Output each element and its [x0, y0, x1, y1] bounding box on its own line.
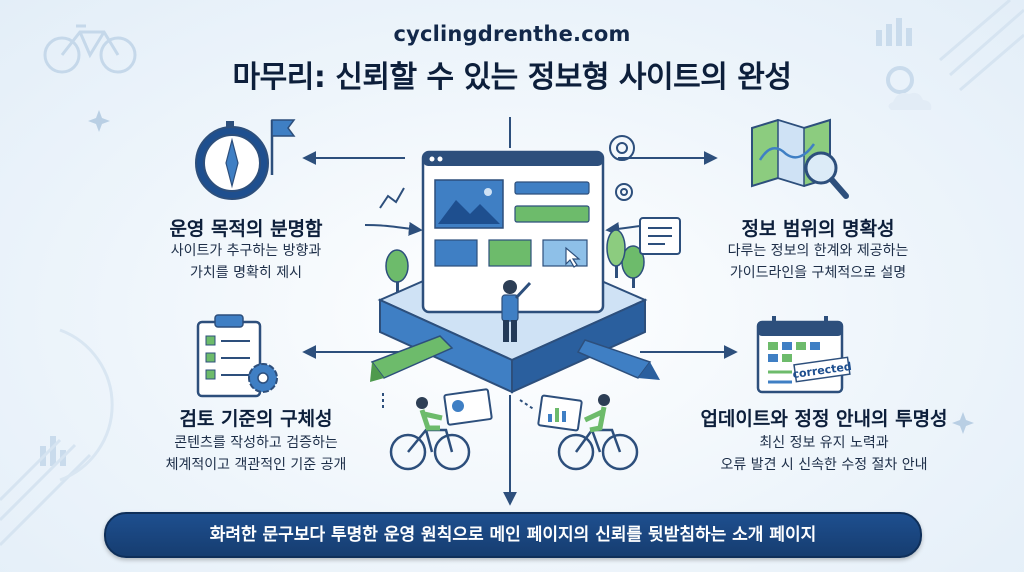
map-magnifier-icon: [751, 118, 849, 199]
chart-panel-icon: [443, 388, 583, 432]
page-title: 마무리: 신뢰할 수 있는 정보형 사이트의 완성: [232, 60, 792, 95]
section-desc-review-line1: 콘텐츠를 작성하고 검증하는: [174, 435, 338, 451]
site-domain: cyclingdrenthe.com: [393, 22, 631, 46]
gear-icon: [609, 135, 635, 201]
browser-window-illustration: [421, 150, 605, 314]
background-cloud-icon: [888, 92, 932, 110]
section-desc-update-line1: 최신 정보 유지 노력과: [759, 435, 889, 451]
section-desc-purpose-line2: 가치를 명확히 제시: [190, 265, 302, 281]
section-desc-scope-line1: 다루는 정보의 한계와 제공하는: [727, 243, 909, 259]
section-heading-update: 업데이트와 정정 안내의 투명성: [700, 408, 948, 430]
cyclist-illustration: [389, 394, 639, 471]
person-figure: [501, 280, 532, 342]
section-heading-review: 검토 기준의 구체성: [179, 408, 333, 430]
compass-flag-icon: [195, 119, 296, 200]
section-heading-purpose: 운영 목적의 분명함: [169, 218, 323, 240]
section-desc-purpose-line1: 사이트가 추구하는 방향과: [170, 243, 322, 259]
section-desc-update-line2: 오류 발견 시 신속한 수정 절차 안내: [720, 457, 928, 473]
sparkle-icon: [88, 110, 110, 132]
section-heading-scope: 정보 범위의 명확성: [741, 218, 895, 240]
connector-arrows: [302, 117, 738, 506]
sparkle-icon: [952, 412, 974, 434]
background-bicycle-icon: [43, 24, 137, 74]
trend-line-icon: [379, 187, 405, 209]
chat-bubble-icon: [639, 217, 681, 255]
calendar-corrected-icon: [756, 316, 851, 394]
checklist-gear-icon: [196, 314, 278, 398]
section-desc-review-line2: 체계적이고 객관적인 기준 공개: [165, 457, 347, 473]
summary-banner: 화려한 문구보다 투명한 운영 원칙으로 메인 페이지의 신뢰를 뒷받침하는 소…: [104, 512, 922, 558]
corrected-tag: corrected: [792, 360, 853, 381]
background-pie-icon: [886, 66, 914, 94]
background-stripes: [0, 0, 1024, 547]
background-arc: [59, 328, 114, 482]
section-desc-scope-line2: 가이드라인을 구체적으로 설명: [729, 265, 907, 281]
tree-icon: [385, 229, 645, 292]
